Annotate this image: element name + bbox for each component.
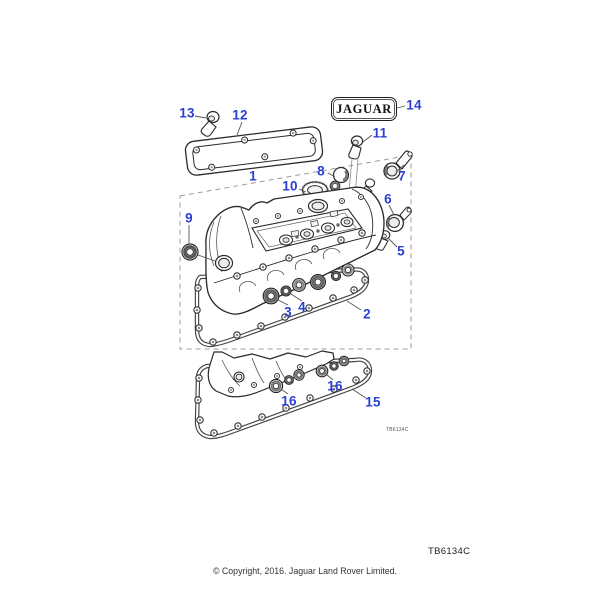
callout-7[interactable]: 7 bbox=[398, 168, 406, 184]
callout-3[interactable]: 3 bbox=[284, 304, 292, 320]
part-1-cam-cover bbox=[205, 186, 385, 315]
callout-15[interactable]: 15 bbox=[365, 394, 381, 410]
copyright-text: © Copyright, 2016. Jaguar Land Rover Lim… bbox=[213, 566, 397, 576]
callout-8[interactable]: 8 bbox=[317, 163, 325, 179]
callout-10[interactable]: 10 bbox=[282, 178, 298, 194]
callout-9[interactable]: 9 bbox=[185, 210, 193, 226]
jaguar-badge-inner: JAGUAR bbox=[333, 99, 395, 119]
seal-group-16-left bbox=[268, 369, 305, 394]
callout-1[interactable]: 1 bbox=[249, 168, 257, 184]
part-9-grommet bbox=[181, 243, 199, 261]
callout-2[interactable]: 2 bbox=[363, 306, 371, 322]
part-13-bolt bbox=[200, 110, 220, 137]
part-15-gasket bbox=[194, 357, 373, 440]
leader-lines bbox=[188, 105, 406, 399]
part-12-cover-plate bbox=[184, 126, 324, 176]
seal-group-16-right bbox=[315, 355, 350, 378]
callout-12[interactable]: 12 bbox=[232, 107, 248, 123]
callout-16-right[interactable]: 16 bbox=[327, 378, 343, 394]
diagram-code-inline: TB6134C bbox=[386, 427, 409, 433]
dashed-assembly-box bbox=[179, 154, 412, 350]
jaguar-badge-text: JAGUAR bbox=[336, 101, 392, 116]
part-2-gasket bbox=[193, 267, 370, 348]
callout-13[interactable]: 13 bbox=[179, 105, 195, 121]
diagram-code: TB6134C bbox=[428, 546, 471, 557]
lower-cover-partial bbox=[207, 350, 335, 398]
callout-11[interactable]: 11 bbox=[372, 125, 388, 141]
part-8-seal bbox=[329, 166, 350, 192]
callout-6[interactable]: 6 bbox=[384, 191, 392, 207]
part-6-plug bbox=[385, 206, 412, 233]
callout-14[interactable]: 14 bbox=[406, 97, 422, 113]
callout-5[interactable]: 5 bbox=[397, 243, 405, 259]
jaguar-badge: JAGUAR bbox=[331, 97, 397, 121]
callout-16-left[interactable]: 16 bbox=[281, 393, 297, 409]
part-11-bolt bbox=[347, 135, 364, 202]
callout-4[interactable]: 4 bbox=[298, 299, 306, 315]
seal-row bbox=[262, 263, 355, 305]
